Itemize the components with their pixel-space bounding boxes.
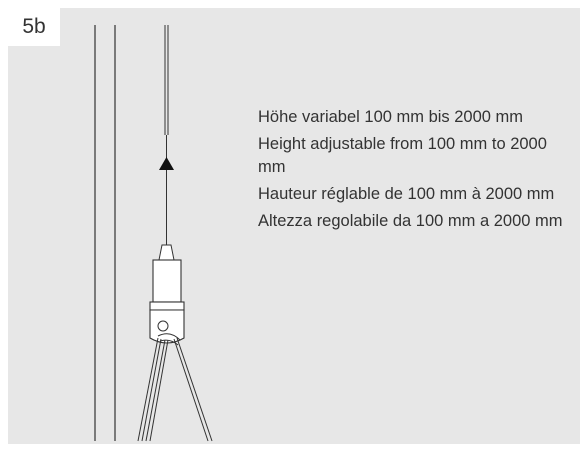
hook-ring <box>157 320 169 332</box>
hook-detail <box>157 333 181 341</box>
adjust-arrow <box>159 157 174 170</box>
caption-italian: Altezza regolabile da 100 mm a 2000 mm <box>258 212 563 230</box>
lamp-wire <box>149 339 169 442</box>
caption-english: Height adjustable from 100 mm to 2000 mm <box>258 135 547 176</box>
gripper-cone <box>158 244 175 261</box>
lamp-wire <box>176 337 213 442</box>
lamp-wire <box>173 338 209 442</box>
step-label: 5b <box>8 8 60 46</box>
caption-block: Höhe variabel 100 mm bis 2000 mm Height … <box>258 106 578 237</box>
gripper-collar <box>149 301 185 311</box>
lamp-wire <box>141 338 162 442</box>
caption-french: Hauteur réglable de 100 mm à 2000 mm <box>258 185 555 203</box>
gripper-body <box>152 259 182 303</box>
instruction-panel: 5b Höhe variabel 100 mm bis 2000 mm <box>8 8 580 444</box>
suspension-illustration <box>94 25 213 442</box>
lamp-wire <box>137 337 159 442</box>
lamp-wire <box>145 339 166 442</box>
caption-german: Höhe variabel 100 mm bis 2000 mm <box>258 108 524 126</box>
hook-detail <box>159 339 179 346</box>
